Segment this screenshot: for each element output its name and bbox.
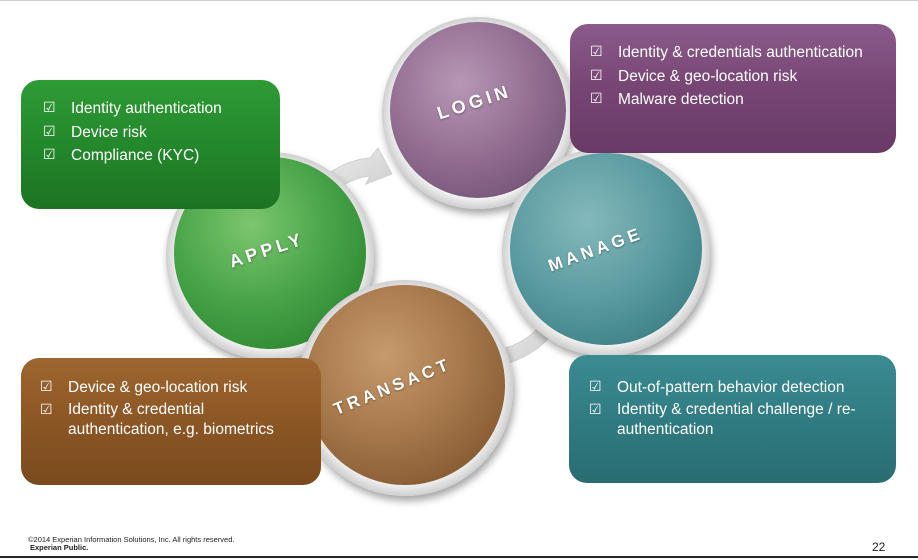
checked-box-icon: ☑ — [589, 401, 602, 418]
checked-box-icon: ☑ — [43, 100, 56, 116]
bottom-divider — [0, 556, 918, 558]
top-divider — [0, 0, 918, 1]
checked-box-icon: ☑ — [43, 123, 56, 140]
transact-circle — [305, 285, 505, 485]
checked-box-icon: ☑ — [40, 401, 53, 418]
checked-box-icon: ☑ — [43, 147, 56, 163]
checked-box-icon: ☑ — [590, 44, 603, 60]
copyright-text: ©2014 Experian Information Solutions, In… — [28, 535, 235, 544]
checked-box-icon: ☑ — [590, 91, 603, 107]
list-item: ☑Device & geo-location risk — [590, 65, 896, 89]
manage-details-box: ☑Out-of-pattern behavior detection ☑Iden… — [569, 355, 896, 483]
footer-copyright: ©2014 Experian Information Solutions, In… — [28, 536, 234, 552]
list-item: ☑Device risk — [43, 121, 280, 145]
list-item: ☑Identity & credential authentication, e… — [40, 400, 274, 438]
list-item: ☑Identity & credential challenge / re-au… — [589, 400, 856, 438]
checked-box-icon: ☑ — [589, 379, 602, 395]
transact-details-box: ☑Device & geo-location risk ☑Identity & … — [21, 358, 321, 485]
list-item: ☑Identity & credentials authentication — [590, 41, 896, 65]
page-number: 22 — [872, 540, 886, 554]
checked-box-icon: ☑ — [40, 379, 53, 395]
checked-box-icon: ☑ — [590, 67, 603, 84]
login-details-box: ☑Identity & credentials authentication ☑… — [570, 24, 896, 153]
manage-circle — [510, 153, 702, 345]
login-circle — [390, 22, 566, 198]
list-item: ☑Device & geo-location risk — [40, 376, 321, 400]
list-item: ☑Identity authentication — [43, 97, 280, 121]
list-item: ☑Out-of-pattern behavior detection — [589, 376, 896, 400]
list-item: ☑Compliance (KYC) — [43, 144, 280, 168]
list-item: ☑Malware detection — [590, 88, 896, 112]
apply-details-box: ☑Identity authentication ☑Device risk ☑C… — [21, 80, 280, 209]
classification-text: Experian Public. — [30, 543, 89, 552]
